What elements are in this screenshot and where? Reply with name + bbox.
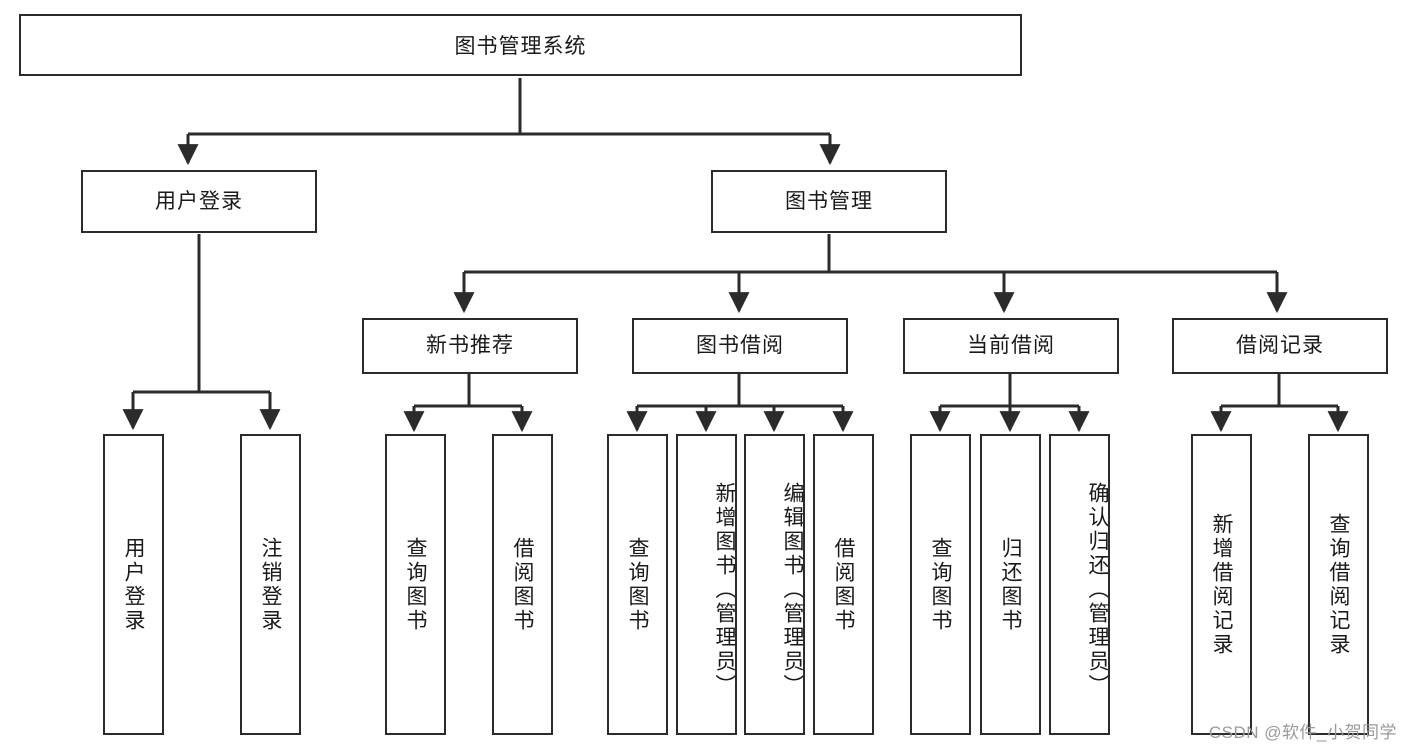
- leaf-newbook-query-books[interactable]: 查询图书: [385, 434, 446, 735]
- leaf-user-login-signout[interactable]: 注销登录: [240, 434, 301, 735]
- leaf-borrowrecord-query-record[interactable]: 查询借阅记录: [1308, 434, 1369, 735]
- leaf-bookborrow-edit-book-admin[interactable]: 编辑图书（管理员）: [744, 434, 805, 735]
- node-book-management[interactable]: 图书管理: [711, 170, 947, 233]
- leaf-bookborrow-add-book-admin[interactable]: 新增图书（管理员）: [676, 434, 737, 735]
- node-user-login[interactable]: 用户登录: [81, 170, 317, 233]
- leaf-bookborrow-borrow-books[interactable]: 借阅图书: [813, 434, 874, 735]
- leaf-currentborrow-confirm-return-admin[interactable]: 确认归还（管理员）: [1049, 434, 1110, 735]
- node-current-borrow[interactable]: 当前借阅: [903, 318, 1119, 374]
- watermark-text: CSDN @软件_小贺同学: [1208, 723, 1397, 742]
- node-borrow-record[interactable]: 借阅记录: [1172, 318, 1388, 374]
- leaf-currentborrow-return-books[interactable]: 归还图书: [980, 434, 1041, 735]
- node-book-borrow[interactable]: 图书借阅: [632, 318, 848, 374]
- node-new-book-recommend[interactable]: 新书推荐: [362, 318, 578, 374]
- node-root-system[interactable]: 图书管理系统: [19, 14, 1022, 76]
- leaf-currentborrow-query-books[interactable]: 查询图书: [910, 434, 971, 735]
- leaf-newbook-borrow-books[interactable]: 借阅图书: [492, 434, 553, 735]
- leaf-bookborrow-query-books[interactable]: 查询图书: [607, 434, 668, 735]
- leaf-user-login-signin[interactable]: 用户登录: [103, 434, 164, 735]
- leaf-borrowrecord-add-record[interactable]: 新增借阅记录: [1191, 434, 1252, 735]
